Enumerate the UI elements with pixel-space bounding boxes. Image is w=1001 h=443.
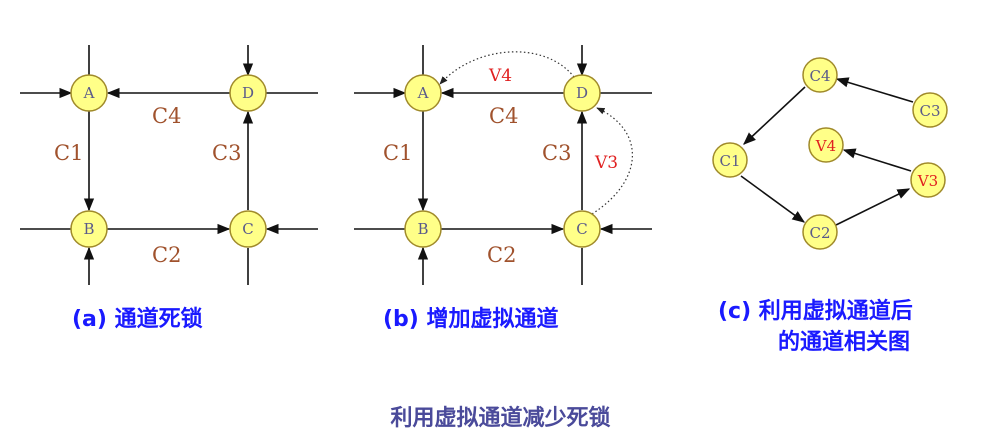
panel-c: C4 C3 V4 C1 V3 C2: [712, 57, 948, 250]
caption-a: (a) 通道死锁: [72, 307, 203, 332]
node-c2-label: C2: [809, 224, 830, 242]
channel-v4-label: V4: [488, 66, 512, 86]
node-c1: [712, 142, 748, 178]
node-a: [70, 74, 108, 112]
channel-c4-label: C4: [152, 104, 181, 128]
node-c4-label: C4: [809, 67, 830, 85]
edge-v4-virtual: [439, 51, 575, 85]
node-c-label: C: [576, 220, 587, 238]
node-c4: [802, 57, 838, 93]
node-c1-label: C1: [719, 152, 740, 170]
node-b: [70, 210, 108, 248]
node-v3-label: V3: [917, 172, 938, 190]
node-v3: [910, 162, 946, 198]
node-a-label: A: [417, 84, 429, 102]
node-b: [404, 210, 442, 248]
caption-c-line2: 的通道相关图: [778, 330, 911, 355]
edge-c3-to-c4: [835, 77, 914, 103]
channel-c3-label: C3: [212, 141, 241, 165]
node-c3: [912, 92, 948, 128]
node-c-label: C: [242, 220, 253, 238]
figure-title: 利用虚拟通道减少死锁: [390, 406, 611, 431]
node-d: [563, 74, 601, 112]
edge-c4-to-c1: [743, 86, 806, 145]
node-a-label: A: [83, 84, 95, 102]
edge-v3-to-v4: [842, 148, 912, 172]
node-c2: [802, 214, 838, 250]
node-d-label: D: [242, 84, 254, 102]
channel-c2-label: C2: [152, 243, 181, 267]
caption-c-line1: (c) 利用虚拟通道后: [718, 299, 913, 324]
node-c: [229, 210, 267, 248]
channel-c4-label: C4: [489, 104, 518, 128]
node-a: [404, 74, 442, 112]
node-d-label: D: [576, 84, 588, 102]
node-d: [229, 74, 267, 112]
caption-b: (b) 增加虚拟通道: [383, 307, 559, 332]
deadlock-diagram: A D B C C4 C1 C3 C2 A D B C: [20, 45, 948, 285]
channel-c3-label: C3: [542, 141, 571, 165]
panel-b: A D B C V4 C4 C1 C3 V3 C2: [354, 45, 652, 285]
channel-c1-label: C1: [54, 141, 83, 165]
node-v4-label: V4: [815, 137, 836, 155]
channel-c2-label: C2: [487, 243, 516, 267]
node-b-label: B: [83, 220, 94, 238]
edge-v3-virtual: [591, 107, 633, 215]
edge-c1-to-c2: [740, 175, 806, 223]
node-c3-label: C3: [919, 102, 940, 120]
channel-c1-label: C1: [383, 141, 412, 165]
panel-a: A D B C C4 C1 C3 C2: [20, 45, 318, 285]
channel-v3-label: V3: [594, 153, 618, 173]
node-b-label: B: [417, 220, 428, 238]
edge-c2-to-v3: [835, 188, 911, 226]
node-v4: [808, 127, 844, 163]
node-c: [563, 210, 601, 248]
